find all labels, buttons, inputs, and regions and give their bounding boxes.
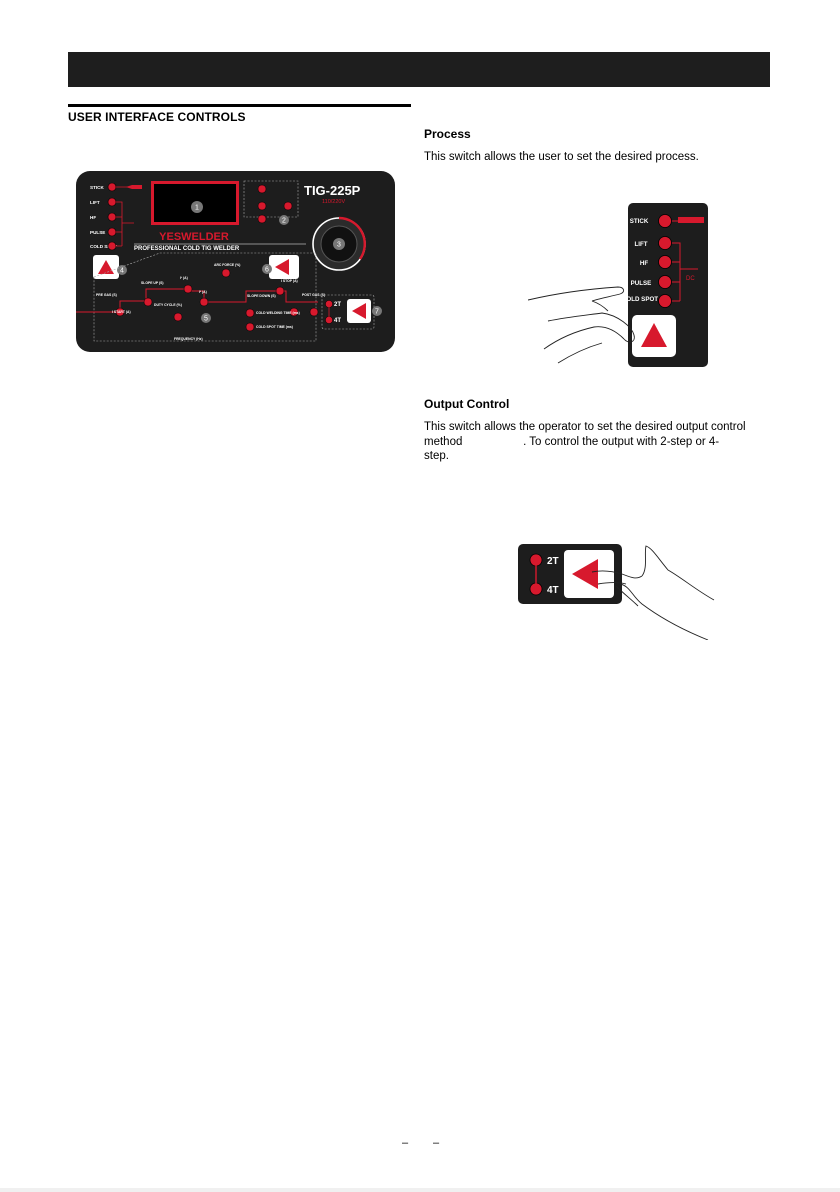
process-option-cold-spot: COLD SPOT [622,296,658,303]
process-text: This switch allows the user to set the d… [424,151,699,163]
callout-2: 2 [282,218,286,225]
panel-model: TIG-225P [304,183,361,198]
panel-mode-2t: 2T [334,302,341,308]
callout-3: 3 [337,242,341,249]
footer-mark-right: – [433,1137,440,1149]
param-duty-cycle: DUTY CYCLE (%) [154,303,182,307]
panel-process-hf: HF [90,215,96,220]
param-i1: I¹ (A) [180,276,188,280]
panel-brand: YESWELDER [159,231,229,243]
section-rule [68,104,411,107]
param-cold-welding-time: COLD WELDING TIME (ms) [256,311,300,315]
output-control-illustration: 2T 4T [518,544,715,640]
process-selector-illustration: STICK LIFT HF PULSE COLD SPOT DC [528,203,708,367]
callout-5: 5 [204,316,208,323]
panel-process-pulse: PULSE [90,230,105,235]
process-option-pulse: PULSE [631,280,652,287]
output-control-heading: Output Control [424,397,510,411]
panel-voltage: 110/220V [322,199,345,205]
param-cold-spot-time: COLD SPOT TIME (ms) [256,325,293,329]
process-option-lift: LIFT [634,241,647,248]
process-option-stick: STICK [630,218,649,225]
output-option-2t: 2T [547,556,559,567]
header-bar [68,52,770,87]
callout-4: 4 [120,268,124,275]
process-option-hf: HF [640,260,648,267]
param-arc-force: ARC FORCE (%) [214,263,240,267]
panel-tagline: PROFESSIONAL COLD TIG WELDER [134,246,240,252]
output-control-line-1: This switch allows the operator to set t… [424,421,746,433]
param-i-start: I START (A) [112,310,131,314]
callout-1: 1 [195,205,199,212]
param-pre-gas: PRE GAS (S) [96,293,117,297]
panel-process-stick: STICK [90,185,104,190]
param-post-gas: POST GAS (S) [302,293,325,297]
param-i-stop: I STOP (A) [281,279,298,283]
param-slope-up: SLOPE UP (S) [141,281,164,285]
process-heading: Process [424,127,471,141]
output-control-text: This switch allows the operator to set t… [424,420,780,464]
process-polarity-label: DC [686,276,695,282]
output-option-4t: 4T [547,585,559,596]
panel-process-cold-spot: COLD SPOT [90,244,117,249]
callout-7: 7 [375,309,379,316]
page-bottom-edge [0,1188,840,1192]
footer-mark-left: – [402,1137,409,1149]
output-control-line-2: method . To control the output with 2-st… [424,435,720,448]
welder-front-panel: STICK LIFT HF PULSE COLD SPOT 4 1 YESWEL… [76,171,395,352]
callout-6: 6 [265,267,269,274]
section-title: USER INTERFACE CONTROLS [68,110,246,124]
output-control-line-3: step. [424,450,449,462]
param-frequency: FREQUENCY (Hz) [174,337,203,341]
panel-process-lift: LIFT [90,200,100,205]
param-i2: I² (A) [199,290,207,294]
panel-mode-4t: 4T [334,318,341,324]
param-slope-down: SLOPE DOWN (S) [247,294,276,298]
